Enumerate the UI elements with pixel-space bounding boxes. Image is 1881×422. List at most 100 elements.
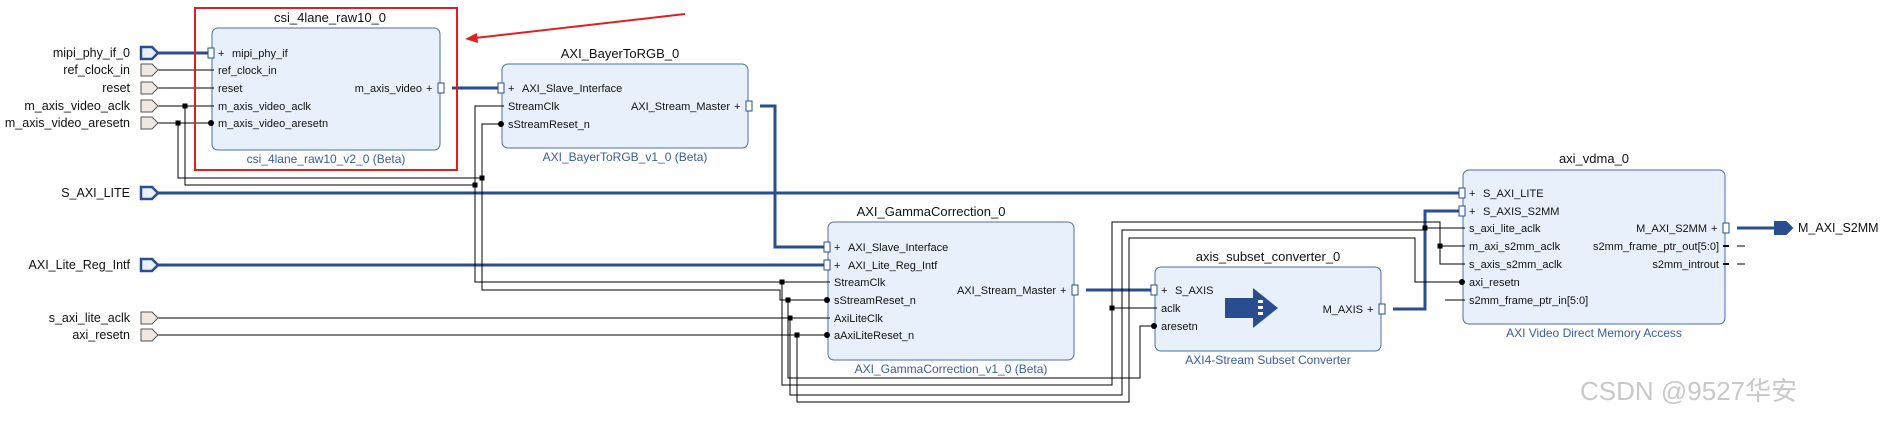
pin-m-axis-video-aclk[interactable]: m_axis_video_aclk bbox=[208, 101, 311, 113]
pin-aclk[interactable]: aclk bbox=[1151, 303, 1181, 315]
pin-axi-stream-master[interactable]: +AXI_Stream_Master bbox=[631, 100, 753, 113]
bus-connector-icon bbox=[823, 241, 831, 253]
pin-label: m_axi_s2mm_aclk bbox=[1469, 241, 1561, 253]
port-arrow-icon bbox=[140, 81, 159, 95]
wire-junction bbox=[479, 175, 485, 181]
input-port-label: mipi_phy_if_0 bbox=[53, 46, 130, 60]
red-arrow-icon bbox=[465, 13, 686, 43]
highlight-box bbox=[194, 7, 458, 171]
pin-aaxilitereset-n[interactable]: aAxiLiteReset_n bbox=[824, 330, 914, 342]
pin-label: AXI_Slave_Interface bbox=[848, 242, 948, 254]
ip-block-csi[interactable]: csi_4lane_raw10_0 csi_4lane_raw10_v2_0 (B… bbox=[207, 10, 445, 166]
ip-core-name: AXI Video Direct Memory Access bbox=[1506, 326, 1682, 340]
input-port-ref-clock-in[interactable]: ref_clock_in bbox=[63, 63, 159, 77]
output-port-m-axi-s2mm[interactable]: M_AXI_S2MM bbox=[1774, 221, 1879, 235]
pin-axi-resetn[interactable]: axi_resetn bbox=[1459, 277, 1520, 289]
pin-axi-slave-interface[interactable]: +AXI_Slave_Interface bbox=[497, 82, 622, 95]
pin-m-axis[interactable]: +M_AXIS bbox=[1323, 303, 1386, 316]
pin-reset[interactable]: reset bbox=[208, 83, 242, 95]
input-port-s-axi-lite[interactable]: S_AXI_LITE bbox=[61, 185, 160, 201]
pin-label: S_AXI_LITE bbox=[1483, 188, 1544, 200]
pin-m-axi-s2mm[interactable]: +M_AXI_S2MM bbox=[1636, 222, 1730, 235]
ip-block-gamma[interactable]: AXI_GammaCorrection_0AXI_GammaCorrection… bbox=[823, 204, 1079, 376]
bus-connector-icon bbox=[1458, 205, 1466, 217]
bus-bayer-to-gamma bbox=[760, 104, 824, 249]
ip-instance-name: AXI_BayerToRGB_0 bbox=[561, 46, 680, 61]
bus-connector-icon bbox=[1722, 222, 1730, 234]
pin-label: reset bbox=[218, 83, 242, 95]
pin-s2mm-frame-ptr-out-5-0-[interactable]: s2mm_frame_ptr_out[5:0] bbox=[1593, 241, 1729, 253]
bus-connector-icon bbox=[1150, 284, 1158, 296]
pin-streamclk[interactable]: StreamClk bbox=[824, 277, 886, 289]
expand-plus-icon: + bbox=[834, 260, 840, 272]
pin-label: s_axis_s2mm_aclk bbox=[1469, 259, 1562, 271]
pin-aresetn[interactable]: aresetn bbox=[1151, 321, 1198, 333]
input-port-label: S_AXI_LITE bbox=[61, 186, 130, 200]
expand-plus-icon: + bbox=[218, 48, 224, 60]
inverted-pin-icon bbox=[824, 297, 830, 303]
bus-subset-to-vdma bbox=[1393, 209, 1459, 311]
input-port-s-axi-lite-aclk[interactable]: s_axi_lite_aclk bbox=[49, 311, 159, 325]
pin-label: ref_clock_in bbox=[218, 65, 277, 77]
pin-label: s2mm_frame_ptr_in[5:0] bbox=[1469, 295, 1588, 307]
ip-core-name: AXI_BayerToRGB_v1_0 (Beta) bbox=[543, 150, 708, 164]
pin-s-axis[interactable]: +S_AXIS bbox=[1150, 284, 1214, 297]
pin-m-axi-s2mm-aclk[interactable]: m_axi_s2mm_aclk bbox=[1459, 241, 1561, 253]
wire-junction bbox=[787, 315, 793, 321]
net-stream-clk-vdma bbox=[1111, 221, 1459, 308]
pin-label: s_axi_lite_aclk bbox=[1469, 223, 1541, 235]
pin-label: StreamClk bbox=[508, 101, 560, 113]
wire-junction bbox=[182, 103, 188, 109]
pin-label: s2mm_frame_ptr_out[5:0] bbox=[1593, 241, 1719, 253]
pin-mipi-phy-if[interactable]: +mipi_phy_if bbox=[207, 47, 289, 60]
pin-s-axis-s2mm-aclk[interactable]: s_axis_s2mm_aclk bbox=[1459, 259, 1562, 271]
expand-plus-icon: + bbox=[1469, 206, 1475, 218]
pin-ref-clock-in[interactable]: ref_clock_in bbox=[208, 65, 277, 77]
port-arrow-icon bbox=[140, 116, 159, 130]
pin-streamclk[interactable]: StreamClk bbox=[498, 101, 560, 113]
pin-m-axis-video-aresetn[interactable]: m_axis_video_aresetn bbox=[208, 118, 328, 130]
expand-plus-icon: + bbox=[734, 101, 740, 113]
input-port-label: AXI_Lite_Reg_Intf bbox=[29, 258, 131, 272]
pin-label: m_axis_video_aclk bbox=[218, 101, 311, 113]
converter-arrow-icon bbox=[1225, 288, 1278, 328]
pin-sstreamreset-n[interactable]: sStreamReset_n bbox=[498, 119, 590, 131]
pin-label: AXI_Stream_Master bbox=[957, 285, 1056, 297]
input-port-m-axis-video-aclk[interactable]: m_axis_video_aclk bbox=[24, 99, 159, 113]
pin-m-axis-video[interactable]: +m_axis_video bbox=[355, 82, 445, 95]
pin-label: AXI_Lite_Reg_Intf bbox=[848, 260, 938, 272]
pin-s-axis-s2mm[interactable]: +S_AXIS_S2MM bbox=[1458, 205, 1559, 218]
pin-s2mm-frame-ptr-in-5-0-[interactable]: s2mm_frame_ptr_in[5:0] bbox=[1459, 295, 1588, 307]
pin-axiliteclk[interactable]: AxiLiteClk bbox=[824, 313, 883, 325]
input-port-label: s_axi_lite_aclk bbox=[49, 311, 131, 325]
pin-axi-slave-interface[interactable]: +AXI_Slave_Interface bbox=[823, 241, 948, 254]
input-port-reset[interactable]: reset bbox=[102, 81, 159, 95]
input-port-axi-lite-reg-intf[interactable]: AXI_Lite_Reg_Intf bbox=[29, 257, 160, 273]
input-port-label: reset bbox=[102, 81, 130, 95]
ip-instance-name: csi_4lane_raw10_0 bbox=[274, 10, 386, 25]
pin-s-axi-lite-aclk[interactable]: s_axi_lite_aclk bbox=[1459, 223, 1541, 235]
pin-s-axi-lite[interactable]: + S_AXI_LITE bbox=[1458, 187, 1544, 200]
expand-plus-icon: + bbox=[1060, 285, 1066, 297]
pin-label: s2mm_introut bbox=[1652, 259, 1719, 271]
bus-connector-icon bbox=[1378, 303, 1386, 315]
net-stream-clk-subset bbox=[781, 282, 1151, 386]
input-port-m-axis-video-aresetn[interactable]: m_axis_video_aresetn bbox=[5, 116, 159, 130]
pin-axi-stream-master[interactable]: + AXI_Stream_Master bbox=[957, 284, 1079, 297]
pin-s2mm-introut[interactable]: s2mm_introut bbox=[1652, 259, 1729, 271]
input-port-label: m_axis_video_aclk bbox=[24, 99, 130, 113]
expand-plus-icon: + bbox=[1469, 188, 1475, 200]
input-port-axi-resetn[interactable]: axi_resetn bbox=[72, 328, 159, 342]
pin-sstreamreset-n[interactable]: sStreamReset_n bbox=[824, 295, 916, 307]
inverted-pin-icon bbox=[208, 120, 214, 126]
port-arrow-icon bbox=[139, 45, 160, 61]
pin-axi-lite-reg-intf[interactable]: + AXI_Lite_Reg_Intf bbox=[823, 259, 938, 272]
ip-instance-name: AXI_GammaCorrection_0 bbox=[857, 204, 1006, 219]
ip-core-name: csi_4lane_raw10_v2_0 (Beta) bbox=[247, 152, 406, 166]
input-port-mipi-phy-if-0[interactable]: mipi_phy_if_0 bbox=[53, 45, 160, 61]
